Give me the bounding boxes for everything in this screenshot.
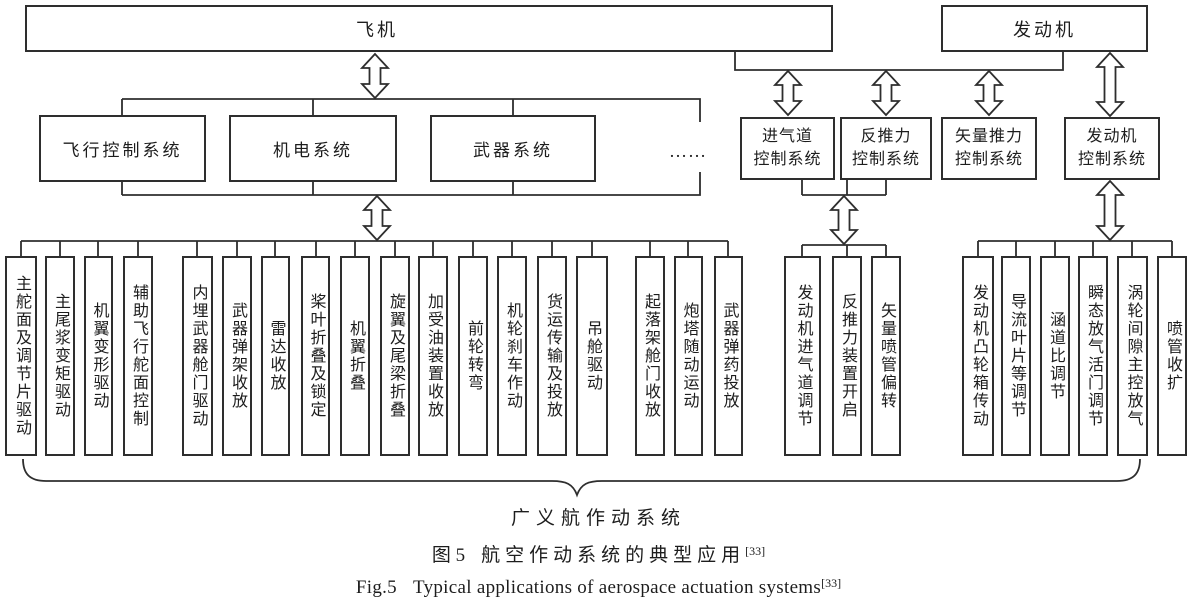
- engine-control-system-box: 发动机 控制系统: [1064, 117, 1160, 180]
- weapon-system-box: 武器系统: [430, 115, 596, 182]
- aircraft-engine-bus: [734, 52, 1064, 71]
- more-systems-ellipsis: ……: [669, 141, 707, 161]
- engine-box: 发动机: [941, 5, 1148, 52]
- citation-ref: [33]: [821, 576, 842, 590]
- actuation-box: 主舵面及调节片驱动: [5, 256, 37, 456]
- engine-label: 发动机: [1013, 19, 1076, 40]
- flight-control-system-label: 飞行控制系统: [62, 141, 183, 160]
- engine-control-system-label: 发动机 控制系统: [1077, 128, 1146, 168]
- actuation-box: 旋翼及尾梁折叠: [380, 256, 410, 456]
- double-arrow-icon: [1094, 51, 1126, 118]
- aircraft-subsystem-top-ticks: [121, 99, 514, 115]
- aircraft-box: 飞机: [25, 5, 833, 52]
- citation-ref: [33]: [745, 544, 766, 558]
- figure-caption-zh: 图 5 航空作动系统的典型应用[33]: [0, 540, 1197, 567]
- brace-label: 广义航作动系统: [510, 508, 686, 529]
- actuation-box: 内埋武器舱门驱动: [182, 256, 213, 456]
- figure-title-zh: 航空作动系统的典型应用: [481, 545, 746, 566]
- actuation-box: 炮塔随动运动: [674, 256, 703, 456]
- flight-control-system-box: 飞行控制系统: [39, 115, 206, 182]
- aircraft-subsystem-bottom-bus: [122, 172, 701, 196]
- actuation-box: 瞬态放气活门调节: [1078, 256, 1108, 456]
- actuation-box: 辅助飞行舵面控制: [123, 256, 153, 456]
- actuation-box: 机翼折叠: [340, 256, 370, 456]
- inlet-control-system-box: 进气道 控制系统: [740, 117, 835, 180]
- actuation-box: 机轮刹车作动: [497, 256, 527, 456]
- actuation-box: 桨叶折叠及锁定: [301, 256, 330, 456]
- actuation-box: 机翼变形驱动: [84, 256, 113, 456]
- aircraft-label: 飞机: [356, 19, 398, 40]
- actuation-box: 涵道比调节: [1040, 256, 1070, 456]
- thrust-reverser-control-system-label: 反推力 控制系统: [851, 128, 920, 168]
- figure-number-zh: 图 5: [431, 545, 466, 566]
- left-actuation-ticks: [20, 241, 729, 256]
- double-arrow-icon: [1094, 179, 1126, 242]
- actuation-box: 加受油装置收放: [418, 256, 448, 456]
- engine-actuation-ticks: [977, 241, 1173, 256]
- figure-caption-en: Fig.5 Typical applications of aerospace a…: [0, 576, 1197, 599]
- actuation-box: 涡轮间隙主控放气: [1117, 256, 1148, 456]
- actuation-box: 起落架舱门收放: [635, 256, 665, 456]
- aircraft-subsystem-bottom-ticks: [121, 182, 514, 195]
- thrust-vector-control-system-label: 矢量推力 控制系统: [954, 128, 1023, 168]
- aircraft-subsystem-top-bus: [122, 98, 701, 122]
- actuation-box: 雷达收放: [261, 256, 290, 456]
- actuation-box: 发动机凸轮箱传动: [962, 256, 994, 456]
- weapon-system-label: 武器系统: [473, 141, 553, 160]
- electromechanical-system-box: 机电系统: [229, 115, 397, 182]
- figure-title-en: Typical applications of aerospace actuat…: [413, 577, 822, 598]
- electromechanical-system-label: 机电系统: [273, 141, 353, 160]
- thrust-vector-control-system-box: 矢量推力 控制系统: [941, 117, 1037, 180]
- actuation-box: 发动机进气道调节: [784, 256, 821, 456]
- inlet-control-system-label: 进气道 控制系统: [753, 128, 822, 168]
- actuation-box: 吊舱驱动: [576, 256, 608, 456]
- double-arrow-icon: [359, 52, 391, 100]
- actuation-box: 货运传输及投放: [537, 256, 567, 456]
- actuation-box: 武器弹药投放: [714, 256, 743, 456]
- actuation-box: 矢量喷管偏转: [871, 256, 901, 456]
- double-arrow-icon: [772, 69, 804, 117]
- double-arrow-icon: [870, 69, 902, 117]
- actuation-box: 反推力装置开启: [832, 256, 862, 456]
- thrust-reverser-control-system-box: 反推力 控制系统: [840, 117, 932, 180]
- inlet-thrust-bus: [801, 244, 887, 256]
- inlet-thrust-collector: [801, 180, 887, 196]
- double-arrow-icon: [828, 194, 860, 246]
- actuation-box: 主尾浆变矩驱动: [45, 256, 75, 456]
- brace: [22, 458, 1141, 498]
- actuation-box: 前轮转弯: [458, 256, 488, 456]
- actuation-box: 导流叶片等调节: [1001, 256, 1031, 456]
- actuation-box: 喷管收扩: [1157, 256, 1187, 456]
- double-arrow-icon: [973, 69, 1005, 117]
- actuation-box: 武器弹架收放: [222, 256, 252, 456]
- double-arrow-icon: [361, 194, 393, 242]
- figure-number-en: Fig.5: [355, 577, 397, 598]
